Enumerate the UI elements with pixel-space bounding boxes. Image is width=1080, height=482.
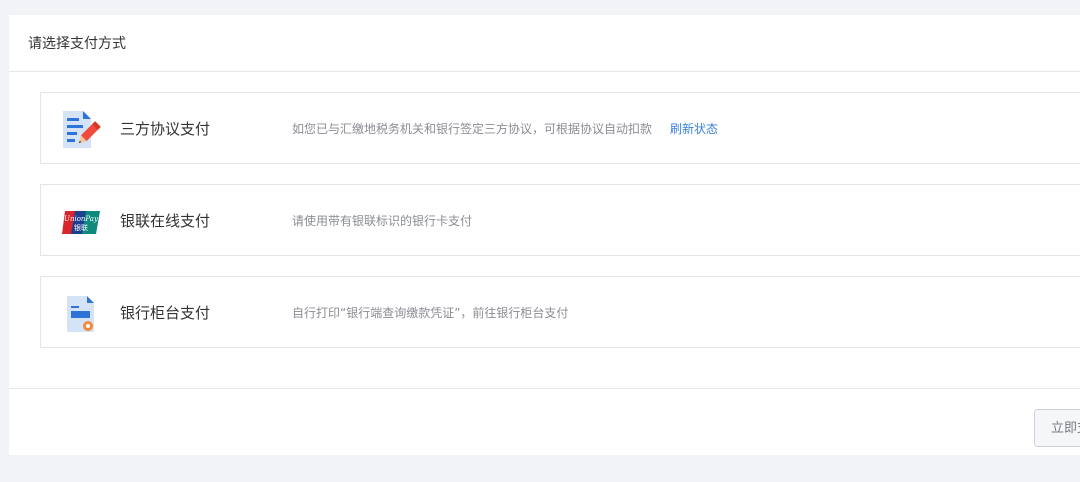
panel-footer: 立即支付 xyxy=(9,388,1080,456)
payment-option-desc-text: 如您已与汇缴地税务机关和银行签定三方协议，可根据协议自动扣款 xyxy=(292,122,653,136)
payment-options-list: 三方协议支付 如您已与汇缴地税务机关和银行签定三方协议，可根据协议自动扣款 刷新状… xyxy=(40,92,1080,368)
payment-option-tripartite[interactable]: 三方协议支付 如您已与汇缴地税务机关和银行签定三方协议，可根据协议自动扣款 刷新状… xyxy=(40,92,1080,164)
refresh-status-link[interactable]: 刷新状态 xyxy=(670,122,719,136)
document-pen-icon xyxy=(61,110,101,150)
page-title: 请选择支付方式 xyxy=(28,36,126,52)
payment-option-title: 银联在线支付 xyxy=(120,212,211,230)
panel-header: 请选择支付方式 xyxy=(9,15,1080,72)
payment-option-desc: 自行打印“银行端查询缴款凭证”，前往银行柜台支付 xyxy=(292,306,569,320)
payment-method-panel: 请选择支付方式 三 xyxy=(9,15,1080,455)
payment-option-bank-counter[interactable]: 银行柜台支付 自行打印“银行端查询缴款凭证”，前往银行柜台支付 xyxy=(40,276,1080,348)
payment-option-desc: 请使用带有银联标识的银行卡支付 xyxy=(292,214,473,228)
bank-receipt-icon xyxy=(61,294,101,334)
unionpay-logo-text: UnionPay xyxy=(64,215,99,223)
payment-option-title: 三方协议支付 xyxy=(120,120,211,138)
payment-option-desc: 如您已与汇缴地税务机关和银行签定三方协议，可根据协议自动扣款 刷新状态 xyxy=(292,93,718,165)
unionpay-card-icon: UnionPay 银联 xyxy=(61,202,101,242)
pay-now-button[interactable]: 立即支付 xyxy=(1034,409,1080,447)
unionpay-logo-cn-text: 银联 xyxy=(74,223,88,232)
payment-option-unionpay[interactable]: UnionPay 银联 银联在线支付 请使用带有银联标识的银行卡支付 xyxy=(40,184,1080,256)
payment-option-title: 银行柜台支付 xyxy=(120,304,211,322)
